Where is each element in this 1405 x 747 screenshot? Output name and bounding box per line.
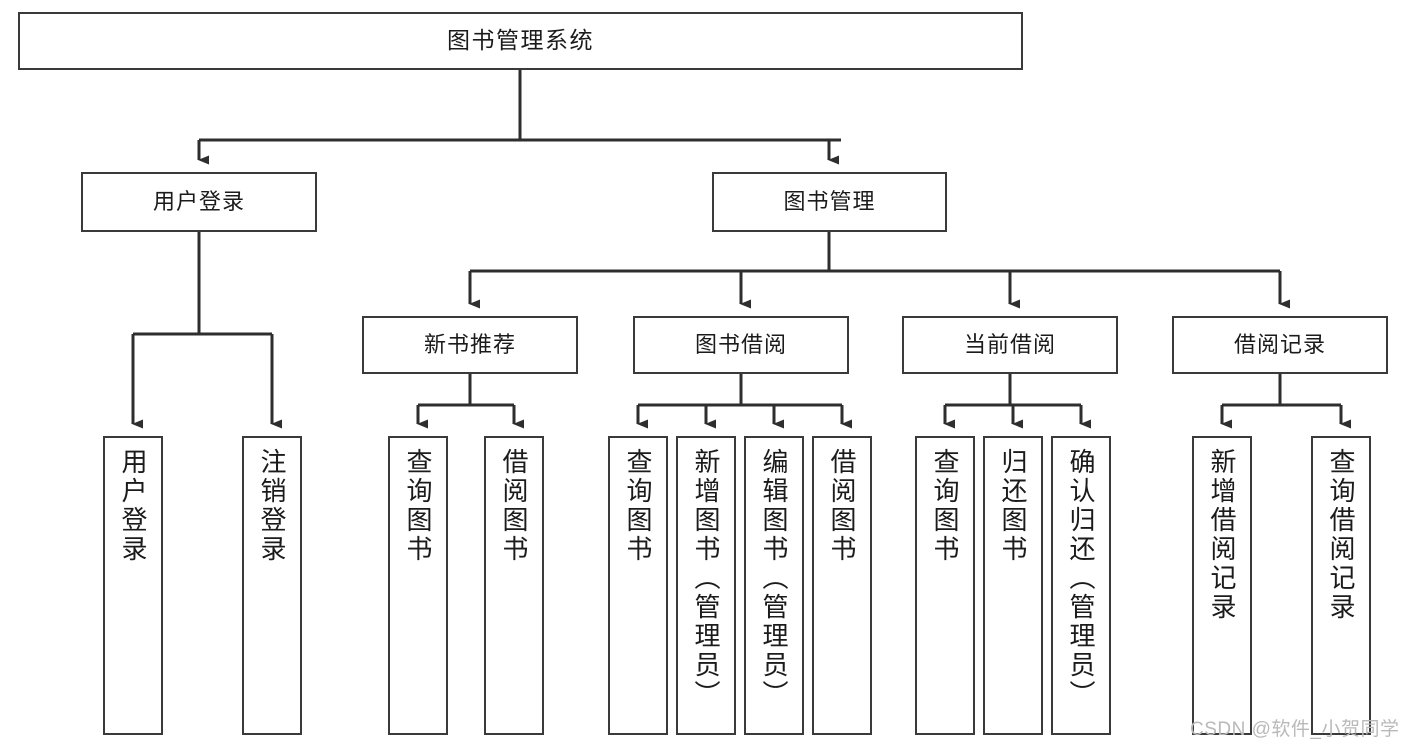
node-label: 借阅图书 [827,448,857,564]
node-current-borrow[interactable]: 当前借阅 [902,316,1118,374]
node-label: 用户登录 [118,448,148,564]
node-label: 确认归还（管理员） [1066,448,1096,709]
leaf-node[interactable]: 归还图书 [983,436,1043,735]
node-label: 查询借阅记录 [1326,448,1356,622]
node-root[interactable]: 图书管理系统 [18,12,1023,70]
node-label: 查询图书 [403,448,433,564]
node-label: 借阅记录 [1233,332,1326,358]
leaf-node[interactable]: 查询借阅记录 [1311,436,1371,735]
node-label: 借阅图书 [499,448,529,564]
node-label: 新增借阅记录 [1207,448,1237,622]
node-borrow-records[interactable]: 借阅记录 [1172,316,1388,374]
leaf-node[interactable]: 查询图书 [388,436,448,735]
leaf-node[interactable]: 确认归还（管理员） [1051,436,1111,735]
leaf-node[interactable]: 查询图书 [915,436,975,735]
node-label: 查询图书 [623,448,653,564]
watermark-text: CSDN @软件_小贺同学 [1190,719,1400,740]
leaf-node[interactable]: 借阅图书 [484,436,544,735]
leaf-node[interactable]: 新增图书（管理员） [676,436,736,735]
node-label: 查询图书 [930,448,960,564]
node-label: 新增图书（管理员） [691,448,721,709]
leaf-node[interactable]: 借阅图书 [812,436,872,735]
node-new-book-recommend[interactable]: 新书推荐 [362,316,578,374]
leaf-node[interactable]: 新增借阅记录 [1192,436,1252,735]
node-label: 编辑图书（管理员） [759,448,789,709]
node-label: 用户登录 [152,189,245,215]
node-label: 图书管理系统 [447,27,594,54]
node-label: 当前借阅 [963,332,1056,358]
node-label: 新书推荐 [423,332,516,358]
node-book-management[interactable]: 图书管理 [712,172,947,232]
leaf-node[interactable]: 用户登录 [103,436,163,735]
node-user-login[interactable]: 用户登录 [81,172,317,232]
node-label: 注销登录 [257,448,287,564]
leaf-node[interactable]: 查询图书 [608,436,668,735]
node-label: 图书管理 [783,189,876,215]
leaf-node[interactable]: 编辑图书（管理员） [744,436,804,735]
node-book-borrow[interactable]: 图书借阅 [633,316,849,374]
node-label: 归还图书 [998,448,1028,564]
node-label: 图书借阅 [694,332,787,358]
leaf-node[interactable]: 注销登录 [242,436,302,735]
